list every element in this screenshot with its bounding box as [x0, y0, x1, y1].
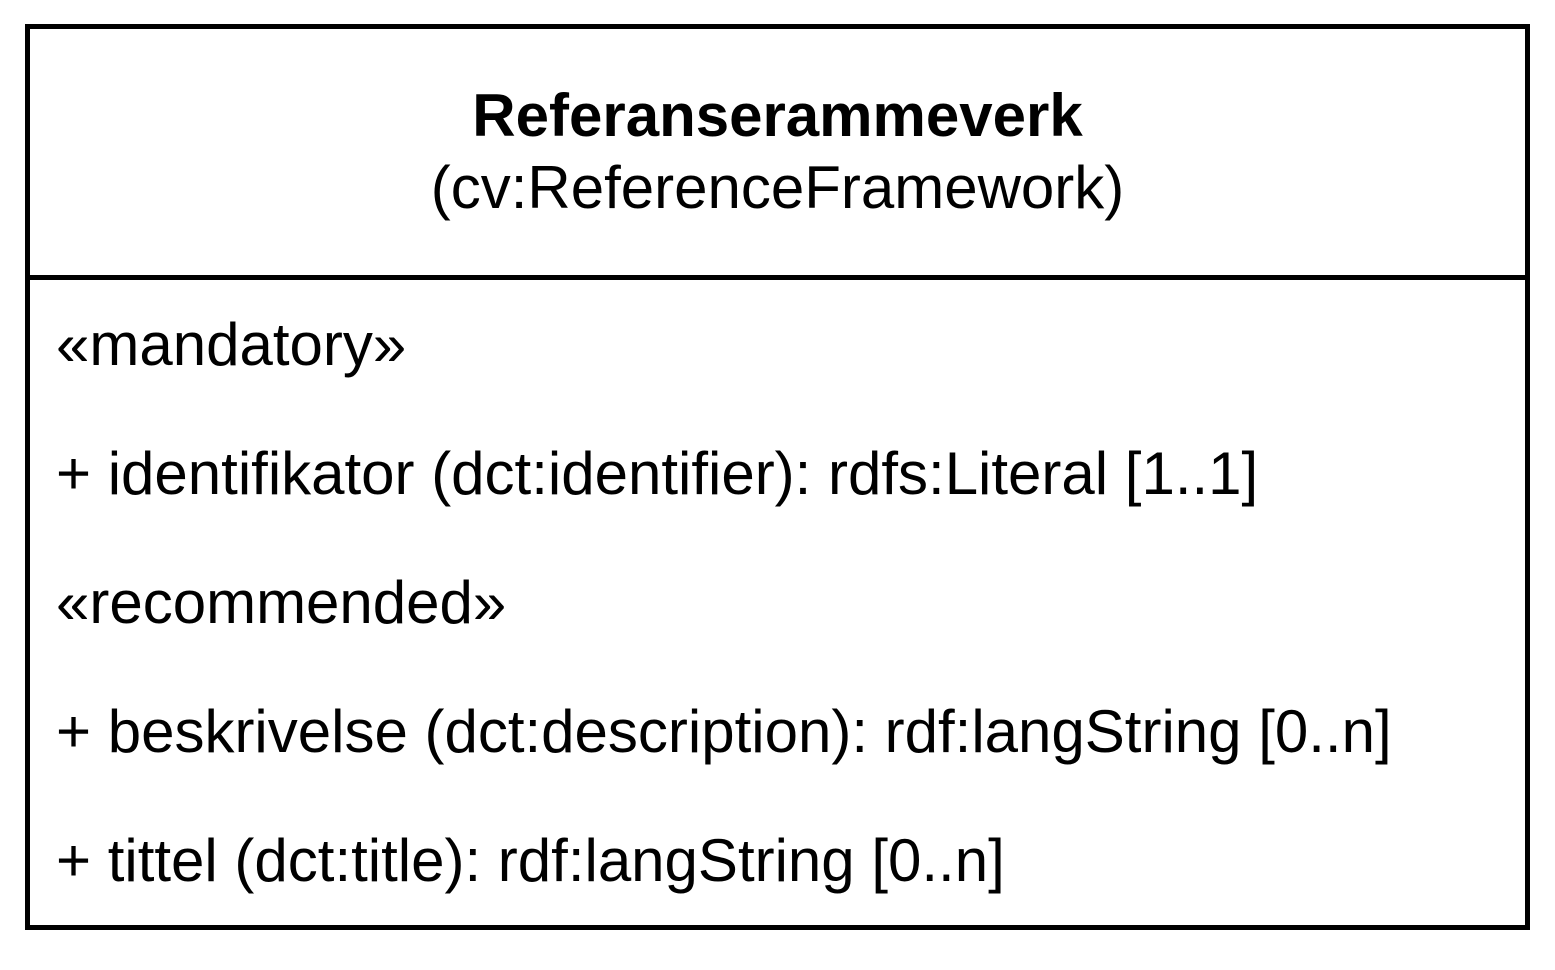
- uml-class-attributes-compartment: «mandatory» + identifikator (dct:identif…: [30, 280, 1525, 925]
- uml-class-box: Referanserammeverk (cv:ReferenceFramewor…: [25, 24, 1530, 930]
- attribute-line-beskrivelse: + beskrivelse (dct:description): rdf:lan…: [56, 698, 1392, 765]
- class-uri: (cv:ReferenceFramework): [430, 154, 1125, 221]
- stereotype-label-recommended: «recommended»: [56, 569, 507, 636]
- class-name: Referanserammeverk: [472, 82, 1083, 149]
- uml-class-header: Referanserammeverk (cv:ReferenceFramewor…: [30, 29, 1525, 280]
- stereotype-label-mandatory: «mandatory»: [56, 311, 407, 378]
- attribute-line-tittel: + tittel (dct:title): rdf:langString [0.…: [56, 827, 1005, 894]
- attribute-line-identifikator: + identifikator (dct:identifier): rdfs:L…: [56, 440, 1259, 507]
